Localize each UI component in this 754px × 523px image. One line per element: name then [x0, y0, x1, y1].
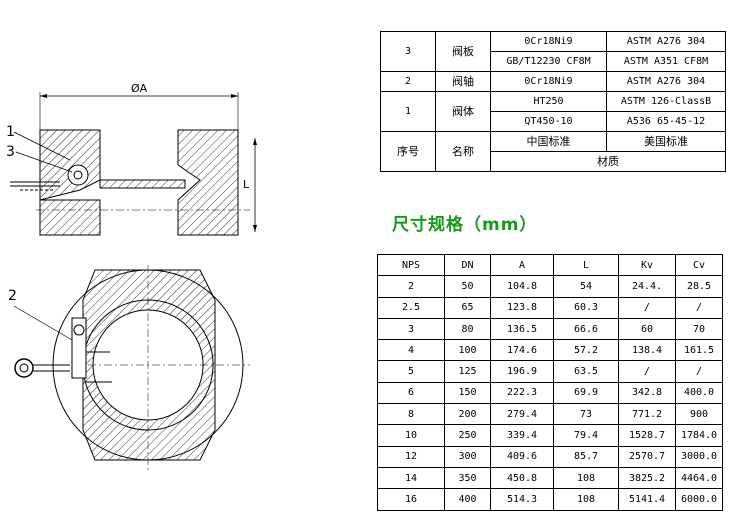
callout-2: 2	[8, 288, 17, 304]
col-header: Kv	[618, 253, 676, 277]
table-cell: 400.0	[675, 381, 723, 405]
col-header: L	[553, 253, 619, 277]
table-cell: 222.3	[490, 381, 554, 405]
table-cell: 14	[377, 466, 445, 490]
material-table: 3 阀板 0Cr18Ni9 ASTM A276 304 GB/T12230 CF…	[380, 31, 726, 172]
table-cell: 5	[377, 360, 445, 383]
table-cell: 514.3	[490, 488, 554, 511]
table-footer-row: 序号 名称 中国标准 美国标准	[380, 131, 726, 172]
valve-drawing: ØA L 1 3 2	[6, 82, 257, 470]
table-row: 3 阀板 0Cr18Ni9 ASTM A276 304	[380, 31, 726, 72]
table-cell: 100	[444, 339, 491, 362]
table-cell: 2	[377, 275, 445, 298]
table-cell: 150	[444, 381, 491, 405]
dim-label-L: L	[243, 178, 250, 191]
table-cell: 3825.2	[618, 466, 676, 490]
col-header: Cv	[675, 253, 723, 277]
table-cell: 4464.0	[675, 466, 723, 490]
table-cell: 300	[444, 445, 491, 468]
callout-1: 1	[6, 124, 15, 140]
table-cell: 16	[377, 488, 445, 511]
table-footer-row: 材质	[381, 151, 726, 172]
dimensions-title: 尺寸规格（mm）	[392, 215, 538, 235]
col-header: DN	[444, 253, 491, 277]
table-cell: 409.6	[490, 445, 554, 468]
table-cell: 279.4	[490, 403, 554, 426]
table-cell: /	[618, 296, 676, 319]
table-cell: 1528.7	[618, 424, 676, 447]
table-cell: 161.5	[675, 339, 723, 362]
table-cell: 400	[444, 488, 491, 511]
table-cell: 2.5	[377, 296, 445, 319]
table-cell: 771.2	[618, 403, 676, 426]
table-cell: 73	[553, 403, 619, 426]
table-cell: 8	[377, 403, 445, 426]
col-header: A	[490, 253, 554, 277]
table-cell: 63.5	[553, 360, 619, 383]
table-cell: 196.9	[490, 360, 554, 383]
table-cell: 80	[444, 317, 491, 341]
table-cell: 6	[377, 381, 445, 405]
table-cell: 200	[444, 403, 491, 426]
table-cell: 54	[553, 275, 619, 298]
table-cell: 138.4	[618, 339, 676, 362]
table-cell: 10	[377, 424, 445, 447]
table-cell: 136.5	[490, 317, 554, 341]
table-cell: 5141.4	[618, 488, 676, 511]
table-cell: 450.8	[490, 466, 554, 490]
table-cell: 3000.0	[675, 445, 723, 468]
table-cell: 85.7	[553, 445, 619, 468]
table-cell: 24.4.	[618, 275, 676, 298]
table-cell: /	[675, 296, 723, 319]
col-header: NPS	[377, 253, 445, 277]
table-cell: /	[618, 360, 676, 383]
table-cell: 250	[444, 424, 491, 447]
table-cell: 60.3	[553, 296, 619, 319]
table-cell: 125	[444, 360, 491, 383]
table-cell: 339.4	[490, 424, 554, 447]
table-row: GB/T12230 CF8M ASTM A351 CF8M	[381, 51, 726, 72]
table-cell: 342.8	[618, 381, 676, 405]
table-cell: 3	[377, 317, 445, 341]
table-cell: 79.4	[553, 424, 619, 447]
table-cell: 6000.0	[675, 488, 723, 511]
table-cell: 57.2	[553, 339, 619, 362]
table-cell: 123.8	[490, 296, 554, 319]
table-cell: 108	[553, 488, 619, 511]
table-cell: 4	[377, 339, 445, 362]
callout-3: 3	[6, 144, 15, 160]
table-cell: 1784.0	[675, 424, 723, 447]
table-cell: 69.9	[553, 381, 619, 405]
table-cell: 174.6	[490, 339, 554, 362]
dim-label-A: ØA	[131, 82, 148, 95]
table-cell: 350	[444, 466, 491, 490]
table-cell: 65	[444, 296, 491, 319]
table-cell: 50	[444, 275, 491, 298]
table-cell: 60	[618, 317, 676, 341]
table-cell: 12	[377, 445, 445, 468]
table-cell: 2570.7	[618, 445, 676, 468]
table-row: 1 阀体 HT250 ASTM 126-ClassB	[380, 91, 726, 132]
table-cell: 66.6	[553, 317, 619, 341]
table-cell: 900	[675, 403, 723, 426]
table-header-row: NPS DN A L Kv Cv	[377, 253, 723, 277]
table-row: 2 阀轴 0Cr18Ni9 ASTM A276 304	[380, 71, 726, 92]
table-cell: 104.8	[490, 275, 554, 298]
table-cell: 70	[675, 317, 723, 341]
table-cell: 108	[553, 466, 619, 490]
table-cell: 28.5	[675, 275, 723, 298]
table-cell: /	[675, 360, 723, 383]
